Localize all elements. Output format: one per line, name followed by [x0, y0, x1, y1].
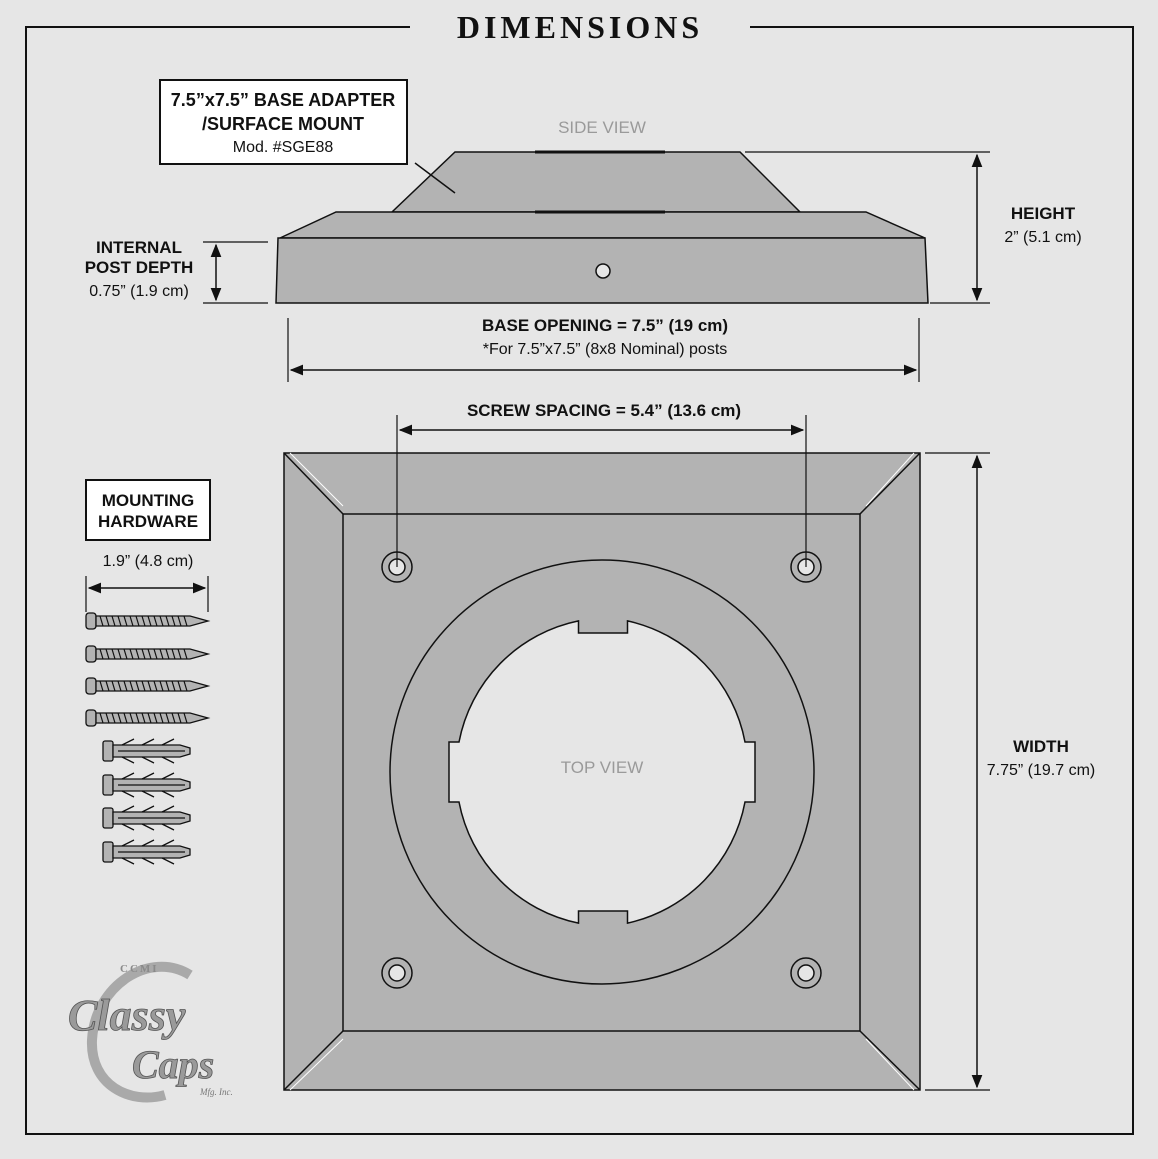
hardware-title-line2: HARDWARE — [98, 512, 198, 531]
screw-1 — [85, 612, 211, 630]
hardware-length-dimension — [85, 576, 209, 612]
product-model: Mod. #SGE88 — [233, 139, 334, 156]
hardware-length-label: 1.9” (4.8 cm) — [103, 553, 194, 570]
side-view-profile — [275, 150, 929, 304]
logo-word2: Caps — [132, 1042, 214, 1087]
anchor-4 — [102, 839, 191, 865]
screw-spacing-dimension — [396, 415, 807, 567]
page-title: DIMENSIONS — [457, 9, 703, 45]
post-depth-dimension — [203, 241, 268, 304]
height-title: HEIGHT — [1011, 204, 1076, 223]
side-screw-hole — [595, 263, 611, 279]
height-dimension — [745, 151, 990, 304]
screw-2 — [85, 645, 211, 663]
screw-4 — [85, 709, 211, 727]
top-view-label: TOP VIEW — [561, 758, 644, 777]
anchor-2 — [102, 772, 191, 798]
hardware-title-box — [85, 479, 211, 541]
side-view-label: SIDE VIEW — [558, 118, 646, 137]
anchor-3 — [102, 805, 191, 831]
width-value: 7.75” (19.7 cm) — [987, 762, 1095, 779]
width-dimension — [925, 452, 990, 1091]
screw-spacing-label: SCREW SPACING = 5.4” (13.6 cm) — [467, 401, 741, 420]
width-title: WIDTH — [1013, 737, 1069, 756]
screw-3 — [85, 677, 211, 695]
hardware-title-line1: MOUNTING — [102, 491, 195, 510]
base-opening-title: BASE OPENING = 7.5” (19 cm) — [482, 316, 728, 335]
logo-sub: Mfg. Inc. — [199, 1087, 233, 1097]
base-opening-dimension — [287, 318, 920, 382]
post-depth-line2: POST DEPTH — [85, 258, 194, 277]
product-name-line1: 7.5”x7.5” BASE ADAPTER — [171, 90, 395, 110]
logo-top-text: CCMI — [120, 963, 159, 975]
inner-opening — [448, 619, 756, 925]
screw-hole-bottom-left — [381, 957, 413, 989]
screw-hole-bottom-right — [790, 957, 822, 989]
title-backdrop — [410, 15, 750, 41]
base-opening-note: *For 7.5”x7.5” (8x8 Nominal) posts — [483, 341, 728, 358]
product-callout: 7.5”x7.5” BASE ADAPTER /SURFACE MOUNT Mo… — [159, 79, 456, 194]
anchor-1 — [102, 738, 191, 764]
product-name-line2: /SURFACE MOUNT — [202, 114, 364, 134]
classy-caps-logo: CCMI Classy Caps Mfg. Inc. — [68, 961, 233, 1103]
logo-word1: Classy — [68, 991, 186, 1040]
post-depth-line1: INTERNAL — [96, 238, 182, 257]
post-depth-value: 0.75” (1.9 cm) — [89, 283, 189, 300]
height-value: 2” (5.1 cm) — [1004, 229, 1081, 246]
